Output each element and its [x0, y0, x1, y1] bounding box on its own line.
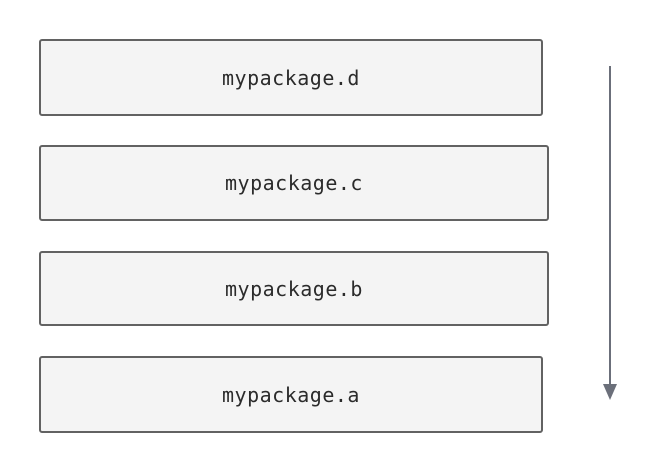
- arrow-head: [603, 384, 617, 400]
- layer-box-mypackage-d: mypackage.d: [39, 39, 543, 116]
- layer-box-mypackage-c: mypackage.c: [39, 145, 549, 221]
- dependency-direction-arrow: [603, 66, 617, 400]
- layer-label: mypackage.b: [225, 276, 363, 301]
- layer-box-mypackage-b: mypackage.b: [39, 251, 549, 326]
- layer-box-mypackage-a: mypackage.a: [39, 356, 543, 433]
- layer-label: mypackage.a: [222, 382, 360, 407]
- layer-label: mypackage.c: [225, 171, 363, 195]
- layer-label: mypackage.d: [222, 65, 360, 90]
